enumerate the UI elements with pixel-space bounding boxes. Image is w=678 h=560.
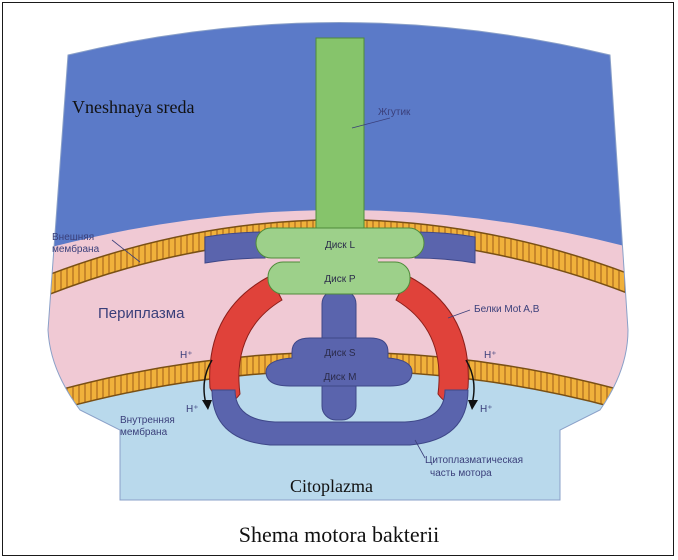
label-cyto-part-1: Цитоплазматическая [425,455,523,466]
label-inner-membrane-1: Внутренняя [120,415,175,426]
outer-membrane-leader [111,239,141,263]
label-outer-membrane-2: мембрана [52,243,100,255]
disk-s-m [265,337,413,387]
label-disk-p: Диск P [324,274,356,285]
cytoplasmic-ring [211,389,469,446]
mot-leader [447,309,471,319]
cyto-part-leader [414,439,426,459]
label-outer-environment: Vneshnaya sreda [72,97,194,117]
label-proton-bottom-left: H⁺ [186,404,199,415]
label-disk-s: Диск S [324,348,356,359]
label-proton-top-left: H⁺ [180,350,193,361]
label-outer-membrane-1: Внешняя [52,232,94,243]
disk-connector [300,254,378,266]
label-disk-m: Диск M [324,372,357,383]
proton-arrowhead-right [468,400,478,410]
outer-membrane-protein-left [204,231,266,264]
label-cytoplasm: Citoplazma [290,476,373,496]
label-proton-top-right: H⁺ [484,350,497,361]
label-proton-bottom-right: H⁺ [480,404,493,415]
label-disk-l: Диск L [325,240,356,251]
label-cyto-part-2: часть мотора [430,468,492,479]
flagellum [315,37,365,239]
outer-membrane-protein-right [414,231,476,264]
label-inner-membrane-2: мембрана [120,426,168,438]
figure-caption: Shema motora bakterii [238,522,440,547]
cell-outline [47,22,629,501]
flagellum-leader [351,117,391,129]
proton-arrowhead-left [202,400,212,410]
label-mot-proteins: Белки Mot A,B [474,304,540,315]
label-periplasm: Периплазма [98,305,185,322]
label-flagellum: Жгутик [378,107,411,118]
